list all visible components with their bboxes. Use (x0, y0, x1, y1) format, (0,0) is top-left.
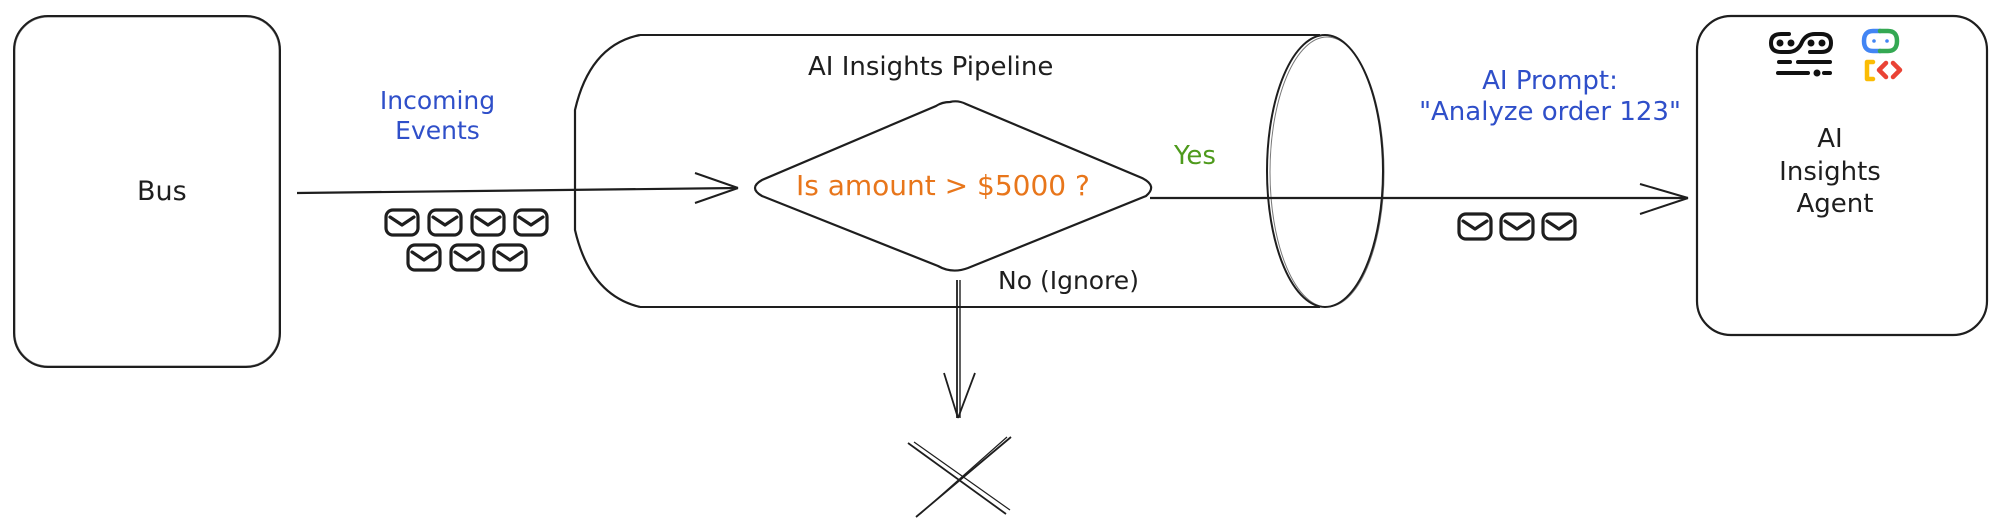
incoming-messages-icon (384, 208, 549, 272)
bus-node (13, 15, 281, 368)
incoming-events-label: Incoming Events (370, 86, 505, 146)
ai-prompt-line1: AI Prompt: (1482, 66, 1618, 96)
agent-label-line2: Insights (1779, 156, 1881, 187)
gemini-code-icon (1861, 28, 1903, 82)
agent-engine-icon (1768, 32, 1834, 77)
ai-prompt-line2: "Analyze order 123" (1419, 97, 1681, 128)
agent-label: AI Insights Agent (1765, 123, 1895, 221)
incoming-label-line2: Events (395, 116, 480, 145)
incoming-label-line1: Incoming (379, 86, 496, 115)
agent-node (1695, 14, 1989, 337)
agent-label-line1: AI (1817, 124, 1843, 154)
no-arrow (943, 280, 976, 419)
no-ignore-label: No (Ignore) (998, 266, 1139, 295)
pipeline-cylinder (573, 33, 1385, 309)
decision-label: Is amount > $5000 ? (796, 169, 1090, 202)
bus-label: Bus (137, 176, 187, 207)
pipeline-title: AI Insights Pipeline (808, 52, 1054, 82)
prompt-messages-icon (1457, 212, 1577, 241)
ai-prompt-label: AI Prompt: "Analyze order 123" (1380, 66, 1720, 128)
yes-arrow (1150, 183, 1689, 215)
x-mark-icon (907, 436, 1012, 518)
yes-label: Yes (1174, 141, 1216, 171)
decision-diamond (753, 100, 1153, 272)
agent-label-line3: Agent (1796, 189, 1874, 219)
incoming-arrow (296, 172, 739, 204)
